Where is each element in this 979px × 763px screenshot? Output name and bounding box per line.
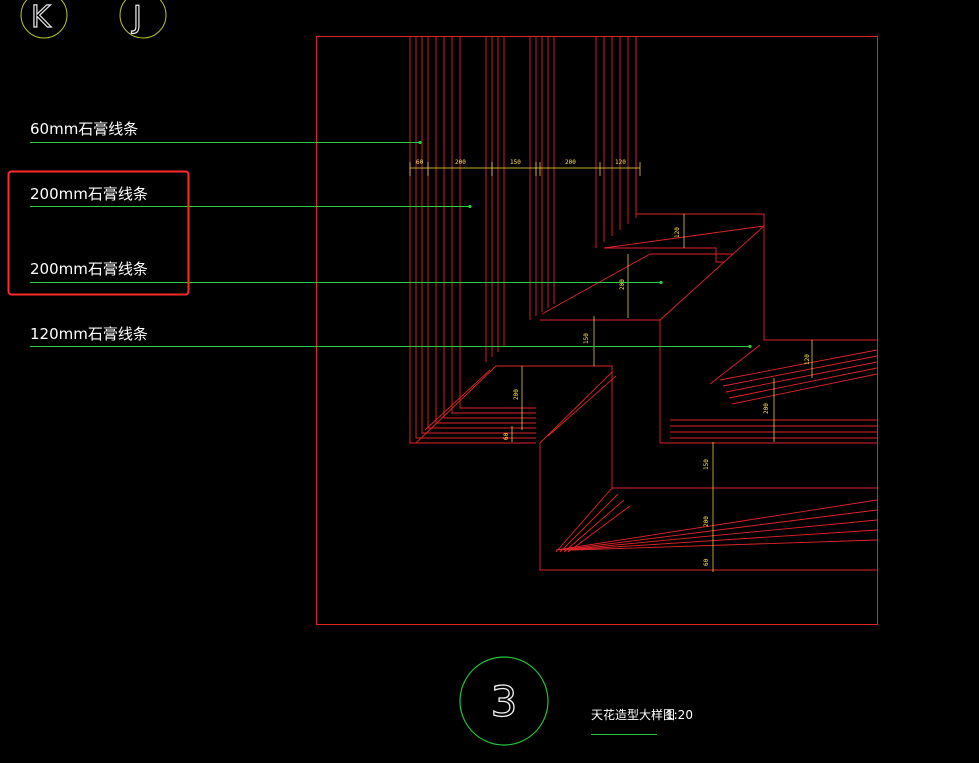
leader-label-200mm-a: 200mm石膏线条 [30, 185, 148, 203]
dim-inner-3: 150 [583, 333, 590, 344]
profile-lower-band-2 [560, 510, 877, 550]
dim-inner-2: 200 [619, 279, 626, 290]
grid-bubble-k: K [21, 0, 67, 38]
grid-letter-k: K [31, 0, 52, 35]
dim-right-5: 60 [703, 558, 710, 566]
profile-diag-6 [540, 372, 612, 443]
leader-200mm-a: 200mm石膏线条 [30, 185, 472, 208]
dim-top-5: 120 [615, 159, 626, 166]
profile-right-band-4 [729, 368, 877, 398]
profile-right-band-1 [720, 350, 877, 380]
dim-top-1: 60 [416, 159, 424, 166]
dim-inner-1: 120 [674, 227, 681, 238]
dim-inner-4: 200 [513, 389, 520, 400]
detail-frame [317, 37, 878, 625]
dim-right-1: 120 [804, 354, 811, 365]
profile-step-lower [416, 366, 877, 488]
dim-inner-5: 60 [503, 432, 510, 440]
leader-label-200mm-b: 200mm石膏线条 [30, 260, 148, 278]
dim-right-4: 200 [703, 516, 710, 527]
grid-letter-j: J [131, 0, 142, 35]
profile-diag-2 [542, 254, 734, 314]
dim-top-3: 150 [510, 159, 521, 166]
grid-bubble-j: J [120, 0, 166, 38]
leader-60mm: 60mm石膏线条 [30, 120, 422, 144]
dimension-strings [410, 162, 812, 572]
profile-diag-5 [425, 370, 490, 430]
profile-line-outer-3 [422, 37, 536, 433]
profile-right-band-5 [732, 374, 877, 404]
profile-step-a [604, 248, 724, 262]
profile-line-outer-7 [452, 37, 536, 413]
detail-number: 3 [491, 677, 518, 726]
leader-label-120mm: 120mm石膏线条 [30, 325, 148, 343]
dim-right-2: 200 [763, 403, 770, 414]
leader-120mm: 120mm石膏线条 [30, 325, 752, 348]
dim-top-4: 200 [565, 159, 576, 166]
profile-diag-4 [710, 345, 760, 384]
dim-top-2: 200 [455, 159, 466, 166]
dim-right-3: 150 [703, 459, 710, 470]
leader-200mm-b: 200mm石膏线条 [30, 260, 663, 284]
profile-lower-diag-2 [560, 494, 618, 552]
profile-diag-7 [548, 376, 616, 436]
detail-title: 天花造型大样图 [591, 707, 675, 722]
leader-label-60mm: 60mm石膏线条 [30, 120, 138, 138]
profile-line-outer-1 [410, 37, 536, 443]
profile-line-outer-2 [416, 37, 536, 438]
profile-right-band-2 [723, 356, 877, 386]
dimension-labels: 60 200 150 200 120 120 200 150 200 60 12… [416, 159, 811, 566]
profile-diag-3 [660, 226, 764, 320]
profile-right-band-3 [726, 362, 877, 392]
profile-lower-band-4 [568, 530, 877, 550]
detail-scale: 1:20 [666, 708, 693, 722]
profile-step-top [636, 37, 877, 340]
stepped-moulding-profile [410, 37, 877, 570]
detail-bubble: 3 [460, 657, 548, 745]
profile-line-outer-6 [444, 37, 536, 418]
profile-step-mid [540, 320, 877, 443]
